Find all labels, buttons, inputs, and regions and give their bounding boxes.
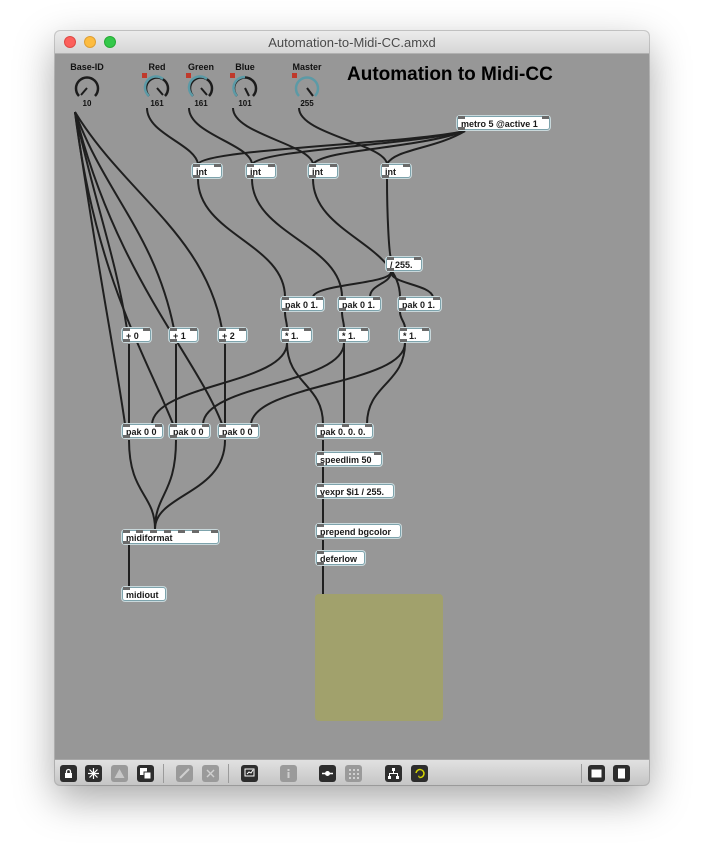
- object-pak-green-text: pak 0 1.: [342, 300, 376, 310]
- object-add-2-text: + 2: [222, 331, 235, 341]
- hierarchy-icon[interactable]: [385, 765, 402, 782]
- object-add-2[interactable]: + 2: [218, 328, 247, 342]
- inspector-icon[interactable]: [241, 765, 258, 782]
- object-multiply-blue-text: * 1.: [403, 331, 417, 341]
- info-icon[interactable]: [280, 765, 297, 782]
- object-pak-rgb-text: pak 0. 0. 0.: [320, 427, 366, 437]
- object-metro[interactable]: metro 5 @active 1: [457, 116, 550, 130]
- object-multiply-red[interactable]: * 1.: [281, 328, 312, 342]
- debug-icon[interactable]: [411, 765, 428, 782]
- dial-value-blue: 101: [238, 99, 252, 108]
- dial-label-master: Master: [292, 62, 322, 72]
- object-add-0[interactable]: + 0: [122, 328, 151, 342]
- dial-master[interactable]: [293, 74, 321, 102]
- presentation-icon[interactable]: [137, 765, 154, 782]
- object-multiply-green-text: * 1.: [342, 331, 356, 341]
- window-title: Automation-to-Midi-CC.amxd: [268, 35, 436, 50]
- dial-red[interactable]: [143, 74, 171, 102]
- object-pak-cc-0-text: pak 0 0: [126, 427, 157, 437]
- object-pak-cc-0[interactable]: pak 0 0: [122, 424, 163, 438]
- object-int-red-text: int: [196, 167, 207, 177]
- object-midiformat[interactable]: midiformat: [122, 530, 219, 544]
- object-pak-cc-2[interactable]: pak 0 0: [218, 424, 259, 438]
- dial-value-base-id: 10: [82, 99, 92, 108]
- object-multiply-blue[interactable]: * 1.: [399, 328, 430, 342]
- object-add-1[interactable]: + 1: [169, 328, 198, 342]
- object-pak-blue[interactable]: pak 0 1.: [398, 297, 441, 311]
- object-speedlim[interactable]: speedlim 50: [316, 452, 382, 466]
- color-panel[interactable]: [315, 594, 443, 721]
- title-bar[interactable]: Automation-to-Midi-CC.amxd: [55, 31, 649, 54]
- dial-label-base-id: Base-ID: [70, 62, 104, 72]
- dial-green[interactable]: [187, 74, 215, 102]
- dial-value-red: 161: [150, 99, 164, 108]
- object-pak-blue-text: pak 0 1.: [402, 300, 436, 310]
- close-button[interactable]: [64, 36, 76, 48]
- mod-indicator-blue: [230, 73, 235, 78]
- object-int-master[interactable]: int: [381, 164, 411, 178]
- dial-value-green: 161: [194, 99, 208, 108]
- patcher-window: Automation-to-Midi-CC.amxd: [55, 31, 649, 785]
- dial-value-master: 255: [300, 99, 314, 108]
- patcher-canvas[interactable]: Automation to Midi-CC Base-ID 10 Red 161…: [55, 54, 649, 759]
- patch-heading: Automation to Midi-CC: [347, 64, 553, 85]
- object-pak-cc-1-text: pak 0 0: [173, 427, 204, 437]
- object-int-green[interactable]: int: [246, 164, 276, 178]
- split-right-icon[interactable]: [613, 765, 630, 782]
- mod-indicator-master: [292, 73, 297, 78]
- delete-icon[interactable]: [202, 765, 219, 782]
- object-prepend-bgcolor[interactable]: prepend bgcolor: [316, 524, 401, 538]
- patcher-toolbar: [55, 759, 649, 785]
- grid-icon[interactable]: [345, 765, 362, 782]
- mod-indicator-red: [142, 73, 147, 78]
- object-deferlow-text: deferlow: [320, 554, 358, 564]
- object-pak-red[interactable]: pak 0 1.: [281, 297, 324, 311]
- freeze-icon[interactable]: [85, 765, 102, 782]
- minimize-button[interactable]: [84, 36, 96, 48]
- object-pak-green[interactable]: pak 0 1.: [338, 297, 381, 311]
- object-midiout[interactable]: midiout: [122, 587, 166, 601]
- object-deferlow[interactable]: deferlow: [316, 551, 365, 565]
- object-pak-cc-1[interactable]: pak 0 0: [169, 424, 210, 438]
- object-divide-255[interactable]: / 255.: [386, 257, 422, 271]
- object-add-1-text: + 1: [173, 331, 186, 341]
- object-midiformat-text: midiformat: [126, 533, 173, 543]
- object-int-master-text: int: [385, 167, 396, 177]
- object-multiply-red-text: * 1.: [285, 331, 299, 341]
- wrench-icon[interactable]: [176, 765, 193, 782]
- patch-cord-icon[interactable]: [319, 765, 336, 782]
- object-pak-rgb[interactable]: pak 0. 0. 0.: [316, 424, 373, 438]
- object-vexpr-text: vexpr $i1 / 255.: [320, 487, 385, 497]
- object-int-green-text: int: [250, 167, 261, 177]
- zoom-button[interactable]: [104, 36, 116, 48]
- dial-label-red: Red: [148, 62, 166, 72]
- object-int-blue-text: int: [312, 167, 323, 177]
- object-prepend-text: prepend bgcolor: [320, 527, 392, 537]
- patch-cords: [74, 107, 466, 594]
- object-speedlim-text: speedlim 50: [320, 455, 372, 465]
- object-int-red[interactable]: int: [192, 164, 222, 178]
- warning-icon[interactable]: [111, 765, 128, 782]
- object-midiout-text: midiout: [126, 590, 159, 600]
- object-pak-red-text: pak 0 1.: [285, 300, 319, 310]
- object-divide-255-text: / 255.: [390, 260, 413, 270]
- object-pak-cc-2-text: pak 0 0: [222, 427, 253, 437]
- dial-label-green: Green: [187, 62, 214, 72]
- object-int-blue[interactable]: int: [308, 164, 338, 178]
- dial-blue[interactable]: [231, 74, 259, 102]
- object-vexpr[interactable]: vexpr $i1 / 255.: [316, 484, 394, 498]
- dial-label-blue: Blue: [235, 62, 255, 72]
- object-multiply-green[interactable]: * 1.: [338, 328, 369, 342]
- dial-base-id[interactable]: [73, 74, 101, 102]
- split-left-icon[interactable]: [588, 765, 605, 782]
- mod-indicator-green: [186, 73, 191, 78]
- lock-icon[interactable]: [60, 765, 77, 782]
- object-add-0-text: + 0: [126, 331, 139, 341]
- object-metro-text: metro 5 @active 1: [461, 119, 538, 129]
